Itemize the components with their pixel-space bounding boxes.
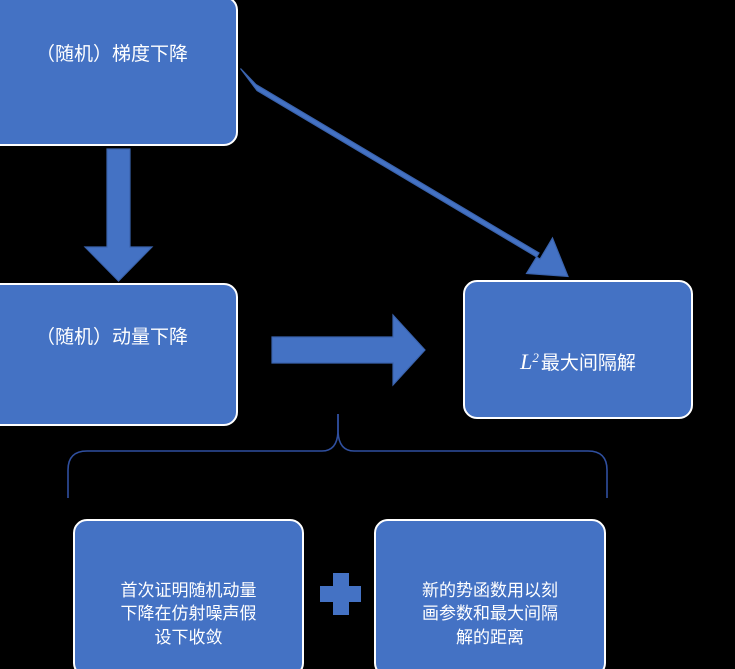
node-potential-function-contribution[interactable]: 新的势函数用以刻 画参数和最大间隔 解的距离	[374, 519, 606, 669]
node-label: 首次证明随机动量 下降在仿射噪声假 设下收敛	[120, 580, 257, 647]
math-variable-l: L	[520, 349, 533, 375]
plus-icon	[320, 573, 361, 615]
node-label-text: 最大间隔解	[540, 353, 636, 375]
node-label: 新的势函数用以刻 画参数和最大间隔 解的距离	[422, 580, 558, 647]
node-convergence-proof-contribution[interactable]: 首次证明随机动量 下降在仿射噪声假 设下收敛	[73, 519, 304, 669]
node-label: （随机）梯度下降	[35, 43, 188, 65]
plus-icon-vertical-bar	[333, 573, 349, 615]
math-exponent-2: 2	[532, 350, 539, 366]
arrow-sgd-to-momentum	[83, 148, 154, 282]
node-stochastic-gradient-descent[interactable]: （随机）梯度下降	[0, 0, 238, 146]
node-label: （随机）动量下降	[35, 327, 188, 349]
arrow-sgd-to-l2	[240, 68, 569, 278]
contributions-curly-brace	[67, 414, 608, 498]
node-stochastic-momentum-descent[interactable]: （随机）动量下降	[0, 283, 238, 426]
arrow-momentum-to-l2	[271, 313, 426, 387]
